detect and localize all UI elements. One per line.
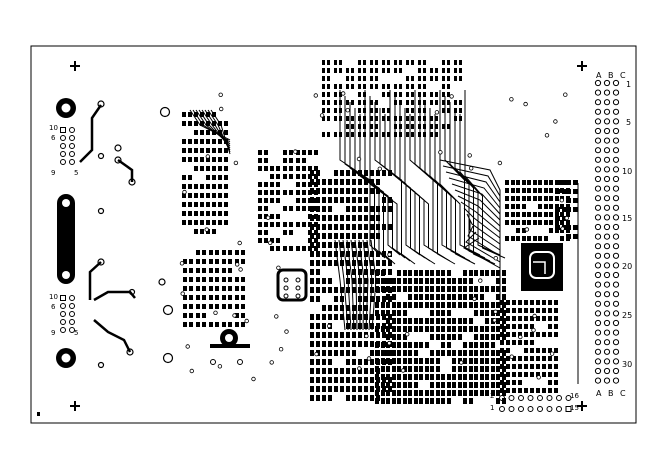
bottom-header-label-15: 15 xyxy=(570,404,579,412)
connector-number-20: 20 xyxy=(622,262,633,271)
left-label-bottom-5: 5 xyxy=(74,329,79,337)
corner-marker xyxy=(37,412,40,416)
left-label-top-6: 6 xyxy=(51,134,56,142)
connector-header-bottom: A B C xyxy=(596,389,628,398)
connector-number-30: 30 xyxy=(622,360,633,369)
left-pads xyxy=(97,100,174,369)
connector-number-15: 15 xyxy=(622,214,633,223)
left-label-top-5: 5 xyxy=(74,169,79,177)
bottom-header-label-1: 1 xyxy=(490,404,495,412)
board-outline xyxy=(30,45,637,424)
bottom-header-connector xyxy=(499,395,572,412)
fiducial-cross xyxy=(70,61,587,411)
left-label-bottom-6: 6 xyxy=(51,303,56,311)
connector-header-top: A B C xyxy=(596,71,628,80)
vias xyxy=(179,91,569,382)
left-mounting xyxy=(56,98,76,368)
ground-pour xyxy=(521,243,563,291)
left-label-bottom-10: 10 xyxy=(49,293,58,301)
connector-number-1: 1 xyxy=(626,80,632,89)
right-edge-connector xyxy=(594,79,620,384)
connector-number-10: 10 xyxy=(622,167,633,176)
bottom-header-label-16: 16 xyxy=(570,392,579,400)
connector-number-25: 25 xyxy=(622,311,633,320)
left-connector-top xyxy=(60,127,75,165)
bottom-header-label-2: 2 xyxy=(490,392,495,400)
round-footprint xyxy=(210,329,250,365)
left-label-top-10: 10 xyxy=(49,124,58,132)
left-label-top-9: 9 xyxy=(51,169,56,177)
connector-number-5: 5 xyxy=(626,118,632,127)
left-connector-bottom xyxy=(60,295,75,333)
routing-traces xyxy=(189,90,506,331)
left-traces xyxy=(79,104,136,353)
crystal-footprint xyxy=(276,268,308,302)
left-label-bottom-9: 9 xyxy=(51,329,56,337)
